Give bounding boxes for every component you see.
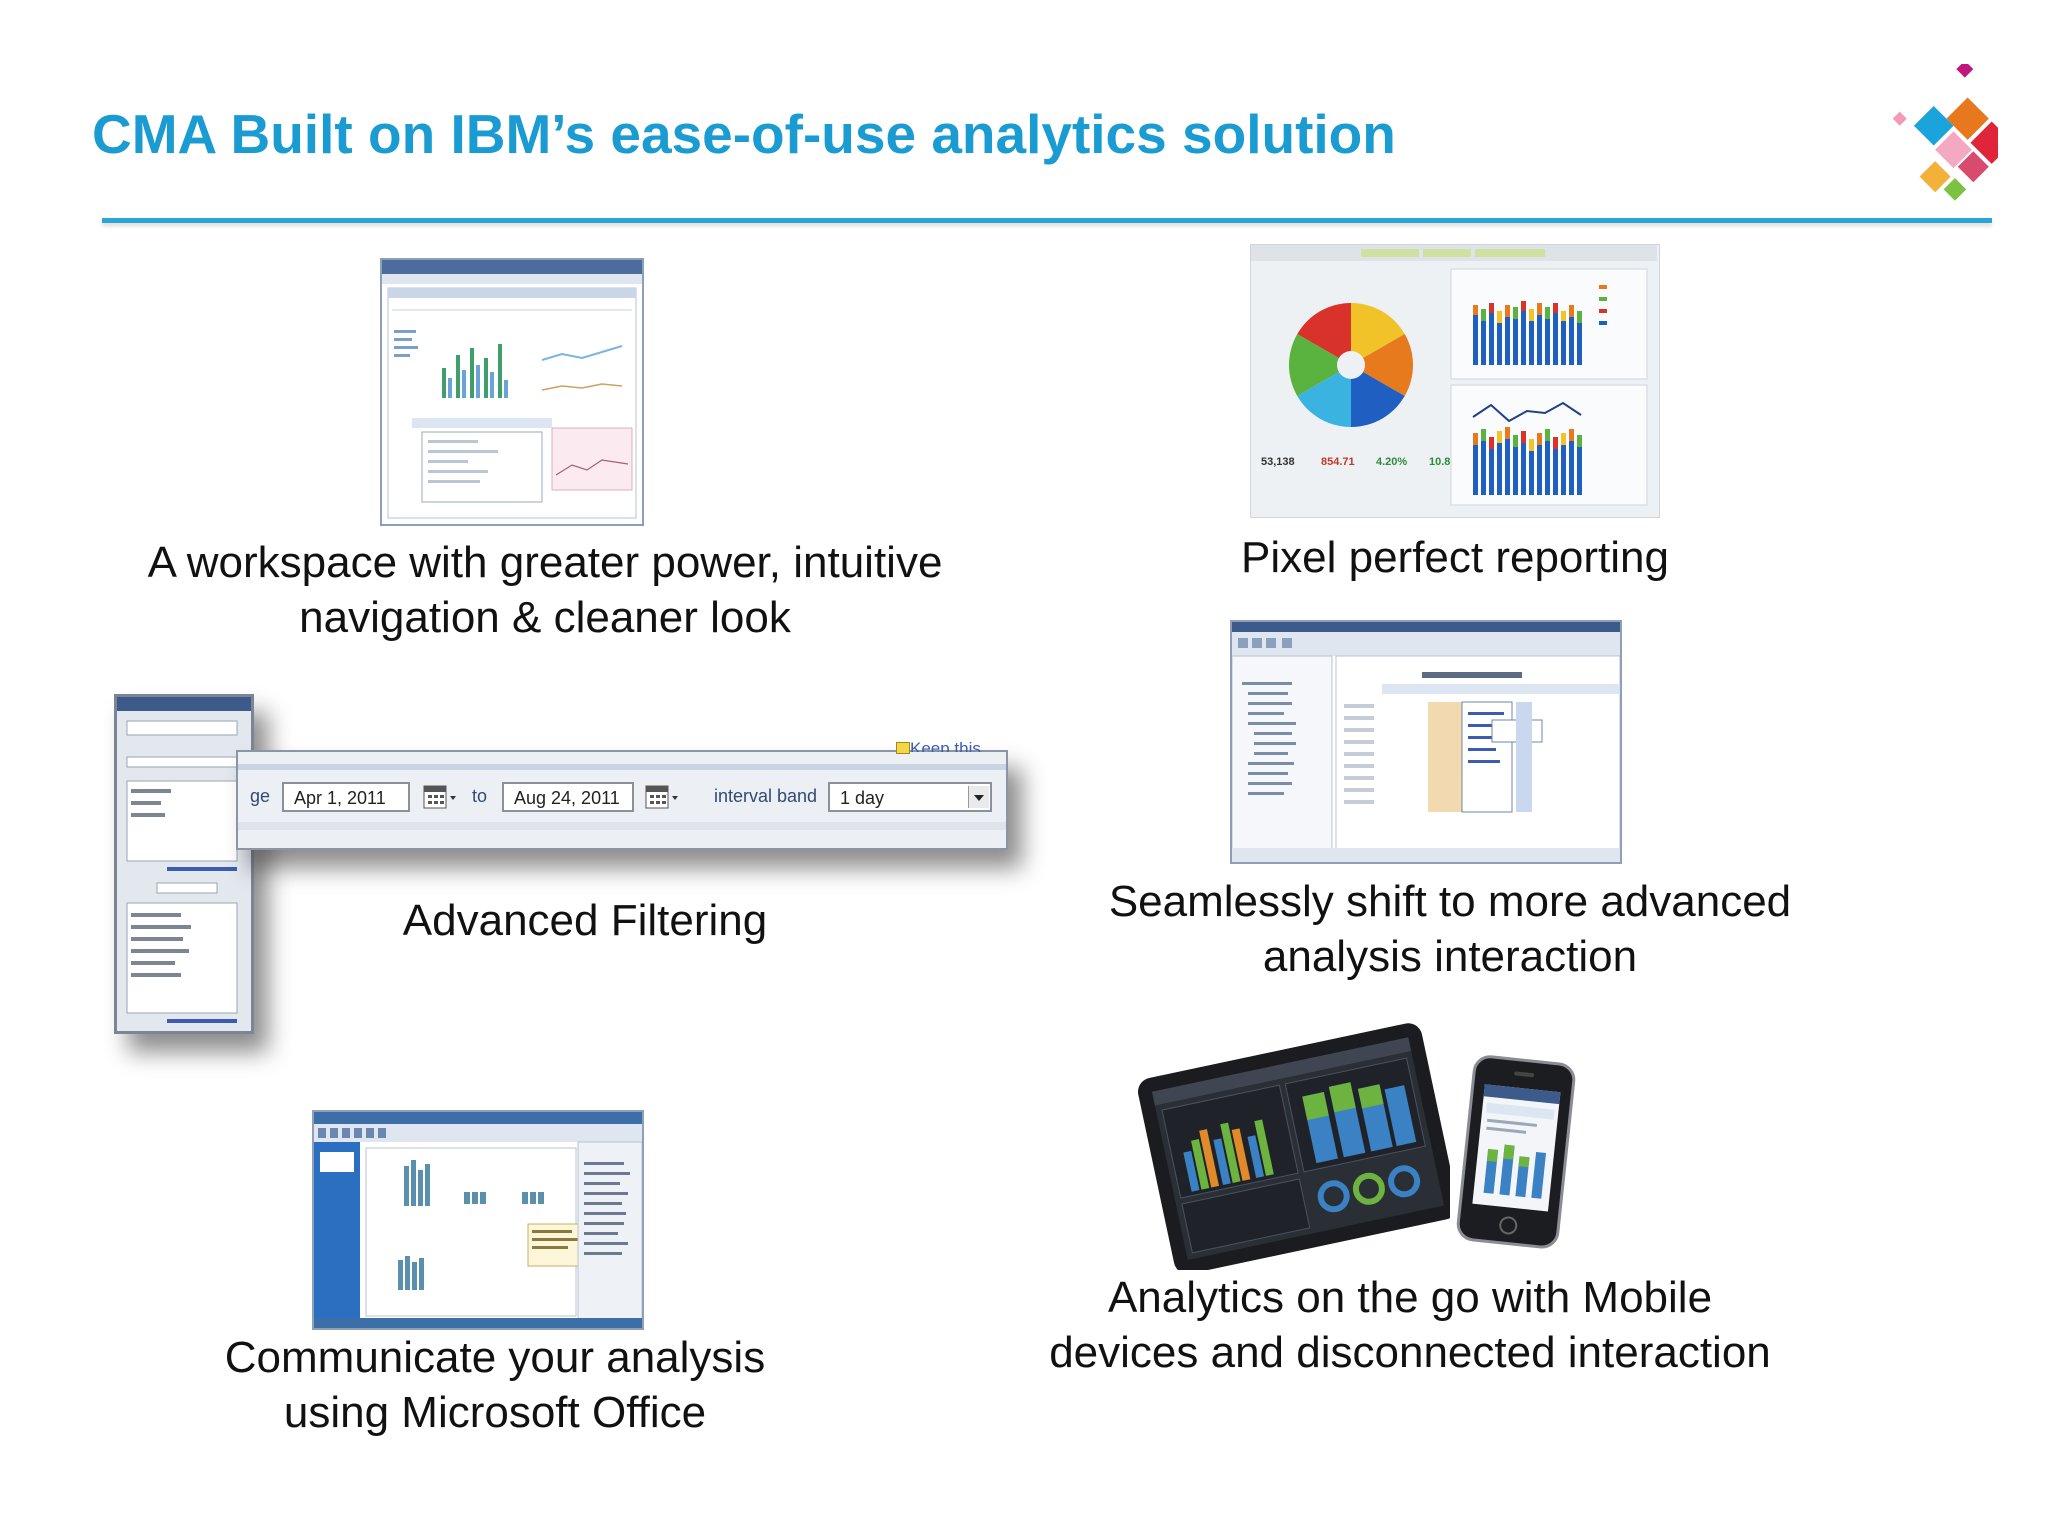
kpi-1: 53,138 [1261,456,1295,468]
interval-band-label: interval band [714,786,818,806]
office-screenshot [312,1110,644,1330]
range-label-fragment: ge [250,786,271,806]
end-date-field[interactable]: Aug 24, 2011 [502,782,634,812]
workspace-caption-line2: navigation & cleaner look [299,593,791,642]
date-filter-bar: ge Apr 1, 2011 to Aug 24, 2011 interval … [236,750,1008,850]
chevron-down-icon[interactable] [968,786,989,808]
office-caption-line2: using Microsoft Office [283,1388,707,1437]
slide-title: CMA Built on IBM’s ease-of-use analytics… [92,103,1396,165]
analysis-screenshot [1230,620,1622,864]
filter-side-panel [114,694,254,1034]
mobile-caption: Analytics on the go with Mobile devices … [1010,1270,1810,1380]
kpi-2: 854.71 [1321,456,1355,468]
start-date-field[interactable]: Apr 1, 2011 [282,782,410,812]
analysis-caption-line2: analysis interaction [1262,932,1638,981]
analysis-caption: Seamlessly shift to more advanced analys… [1060,874,1840,984]
tablet-device-image [1137,1023,1450,1270]
analysis-caption-line1: Seamlessly shift to more advanced [1108,877,1792,926]
kpi-3: 4.20% [1376,456,1407,468]
filtering-caption-line1: Advanced Filtering [402,896,768,945]
start-calendar-button[interactable] [420,782,460,812]
to-label: to [472,786,488,806]
mobile-caption-line1: Analytics on the go with Mobile [1107,1273,1713,1322]
calendar-icon [423,785,456,809]
reporting-caption: Pixel perfect reporting [1160,530,1750,585]
keep-this-link[interactable]: Keep this [910,739,981,752]
reporting-screenshot: 53,138 854.71 4.20% 10.80% [1250,244,1660,518]
mobile-caption-line2: devices and disconnected interaction [1049,1328,1771,1377]
diamond-logo-icon [1892,64,1998,201]
filtering-caption: Advanced Filtering [340,893,830,948]
end-calendar-button[interactable] [642,782,682,812]
calendar-icon [645,785,678,809]
workspace-caption: A workspace with greater power, intuitiv… [60,535,1030,645]
filter-bar-footer [238,822,1006,830]
phone-device-image [1456,1055,1576,1249]
note-icon [896,742,910,754]
interval-band-select[interactable]: 1 day [828,782,992,812]
office-caption: Communicate your analysis using Microsof… [150,1330,840,1440]
workspace-screenshot [380,258,644,526]
office-caption-line1: Communicate your analysis [224,1333,766,1382]
workspace-caption-line1: A workspace with greater power, intuitiv… [147,538,943,587]
title-rule [102,218,1992,223]
filter-bar-rule [238,764,1006,770]
reporting-caption-line1: Pixel perfect reporting [1241,533,1669,582]
